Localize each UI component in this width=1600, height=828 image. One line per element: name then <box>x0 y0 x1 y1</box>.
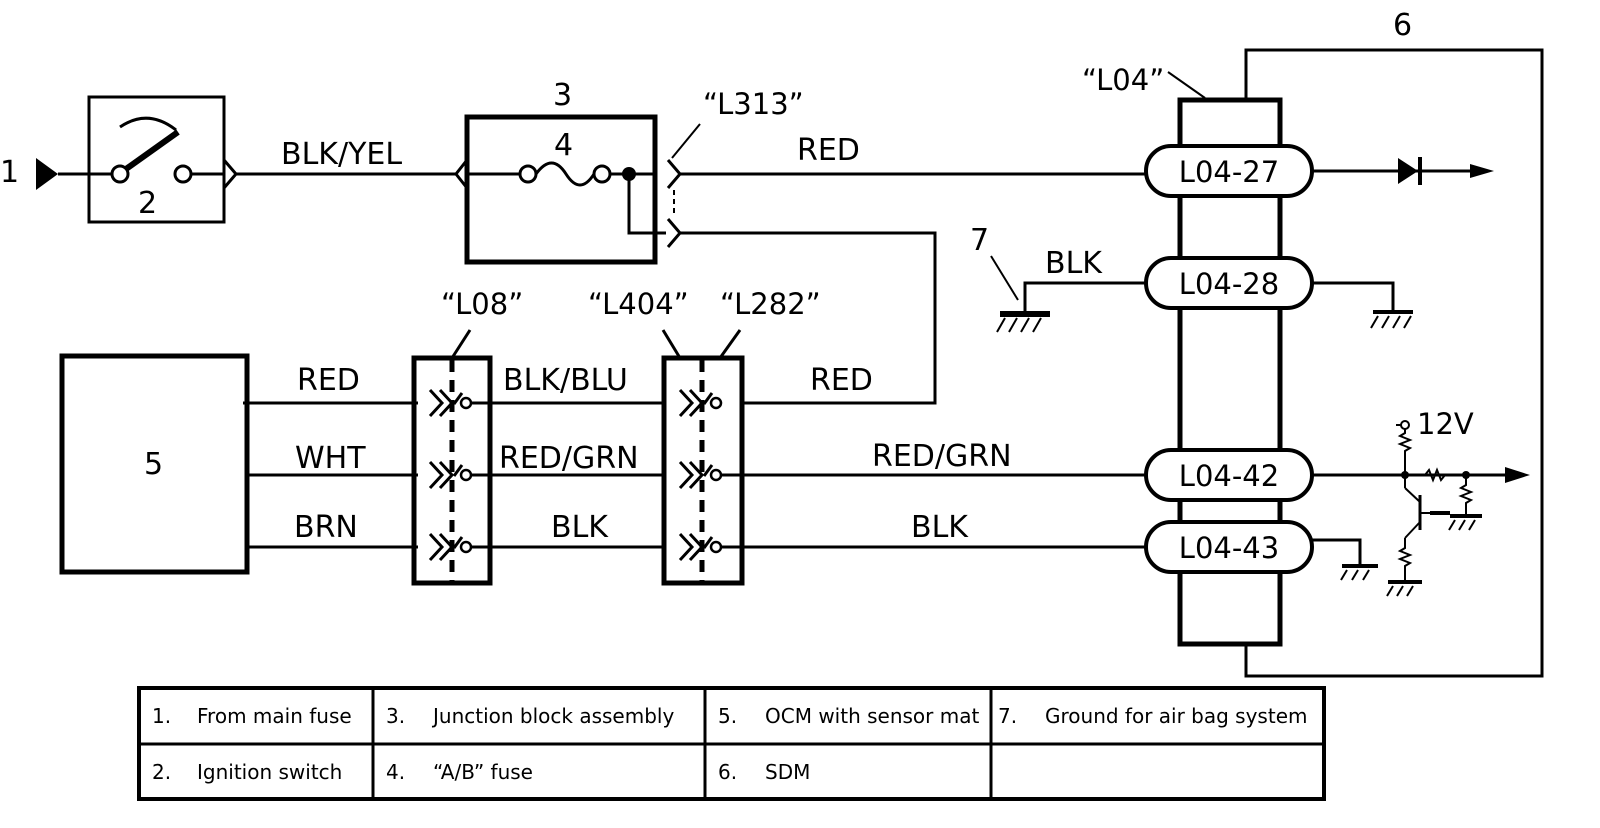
wire-label-red-top: RED <box>797 133 860 168</box>
diode-icon <box>1398 158 1418 184</box>
wire-label-blk-blu: BLK/BLU <box>503 363 628 398</box>
junction-block: 3 4 <box>454 78 666 265</box>
wire-label-blk-mid: BLK <box>551 510 609 545</box>
connector-label-l313: “L313” <box>703 87 804 121</box>
sdm-internal-ground-43 <box>1312 538 1378 581</box>
svg-text:3.: 3. <box>386 704 405 728</box>
pin-l04-43: L04-43 <box>1144 520 1314 574</box>
l404-terminals <box>678 388 723 562</box>
svg-text:Ignition switch: Ignition switch <box>197 760 342 784</box>
svg-text:L04-28: L04-28 <box>1179 267 1279 301</box>
svg-text:L04-43: L04-43 <box>1179 531 1279 565</box>
wire-label-blk-right: BLK <box>911 510 969 545</box>
svg-text:1.: 1. <box>152 704 171 728</box>
callout-2: 2 <box>138 186 157 221</box>
sdm-internal-diode <box>1312 157 1494 185</box>
voltage-label-12v: 12V <box>1417 407 1474 441</box>
svg-text:From main fuse: From main fuse <box>197 704 352 728</box>
connector-l313: “L313” <box>666 87 804 248</box>
sdm-box: 6 <box>1244 8 1544 678</box>
connector-label-l404: “L404” <box>588 287 689 321</box>
callout-4: 4 <box>554 128 573 163</box>
signal-arrow-icon <box>1470 164 1494 178</box>
callout-3: 3 <box>553 78 572 113</box>
callout-5: 5 <box>144 447 163 482</box>
pin-l04-28: L04-28 <box>1144 256 1314 310</box>
legend-item-6: 6. SDM <box>718 760 810 784</box>
wire-label-red-grn-right: RED/GRN <box>872 439 1012 474</box>
svg-text:L04-27: L04-27 <box>1179 155 1279 189</box>
svg-text:Junction block assembly: Junction block assembly <box>431 704 674 728</box>
svg-text:6.: 6. <box>718 760 737 784</box>
connector-label-l08: “L08” <box>441 287 523 321</box>
wire-label-red-left: RED <box>297 363 360 398</box>
svg-text:OCM with sensor mat: OCM with sensor mat <box>765 704 979 728</box>
connector-label-l04: “L04” <box>1082 63 1164 97</box>
legend-item-7: 7. Ground for air bag system <box>998 704 1307 728</box>
svg-text:4.: 4. <box>386 760 405 784</box>
svg-text:SDM: SDM <box>765 760 810 784</box>
sdm-internal-ground-28 <box>1312 281 1413 329</box>
legend-item-3: 3. Junction block assembly <box>386 704 674 728</box>
input-arrow-icon <box>36 158 58 190</box>
connector-l04: “L04” <box>1082 63 1283 647</box>
svg-text:Ground for air bag system: Ground for air bag system <box>1045 704 1307 728</box>
legend-item-4: 4. “A/B” fuse <box>386 760 533 784</box>
callout-6: 6 <box>1393 8 1412 43</box>
sense-arrow-icon <box>1505 467 1530 483</box>
legend-item-5: 5. OCM with sensor mat <box>718 704 979 728</box>
svg-text:L04-42: L04-42 <box>1179 459 1279 493</box>
wire-label-blk-yel: BLK/YEL <box>281 137 402 172</box>
pin-l04-27: L04-27 <box>1144 144 1314 198</box>
svg-text:“A/B” fuse: “A/B” fuse <box>433 760 533 784</box>
svg-text:2.: 2. <box>152 760 171 784</box>
wire-label-brn: BRN <box>294 510 358 545</box>
connector-l404-l282: “L404” “L282” <box>588 287 821 586</box>
ground-7: 7 BLK <box>970 223 1146 333</box>
ignition-switch: 2 <box>87 95 238 224</box>
svg-text:7.: 7. <box>998 704 1017 728</box>
legend-table: 1. From main fuse 3. Junction block asse… <box>137 686 1326 801</box>
main-fuse-input: 1 <box>0 155 118 190</box>
pin-l04-42: L04-42 <box>1144 448 1314 502</box>
connector-l08: “L08” <box>411 287 523 586</box>
wire-label-red-mid: RED <box>810 363 873 398</box>
legend-item-1: 1. From main fuse <box>152 704 352 728</box>
wire-label-blk-ground: BLK <box>1045 246 1103 281</box>
connector-label-l282: “L282” <box>720 287 821 321</box>
callout-7: 7 <box>970 223 989 258</box>
wire-label-wht: WHT <box>295 441 366 476</box>
callout-1: 1 <box>0 155 19 190</box>
ocm-box: 5 <box>59 353 250 575</box>
wire-label-red-grn-mid: RED/GRN <box>499 441 639 476</box>
l08-terminals <box>428 388 473 562</box>
legend-item-2: 2. Ignition switch <box>152 760 342 784</box>
sdm-internal-sense-circuit: 12V <box>1312 407 1530 597</box>
svg-text:5.: 5. <box>718 704 737 728</box>
